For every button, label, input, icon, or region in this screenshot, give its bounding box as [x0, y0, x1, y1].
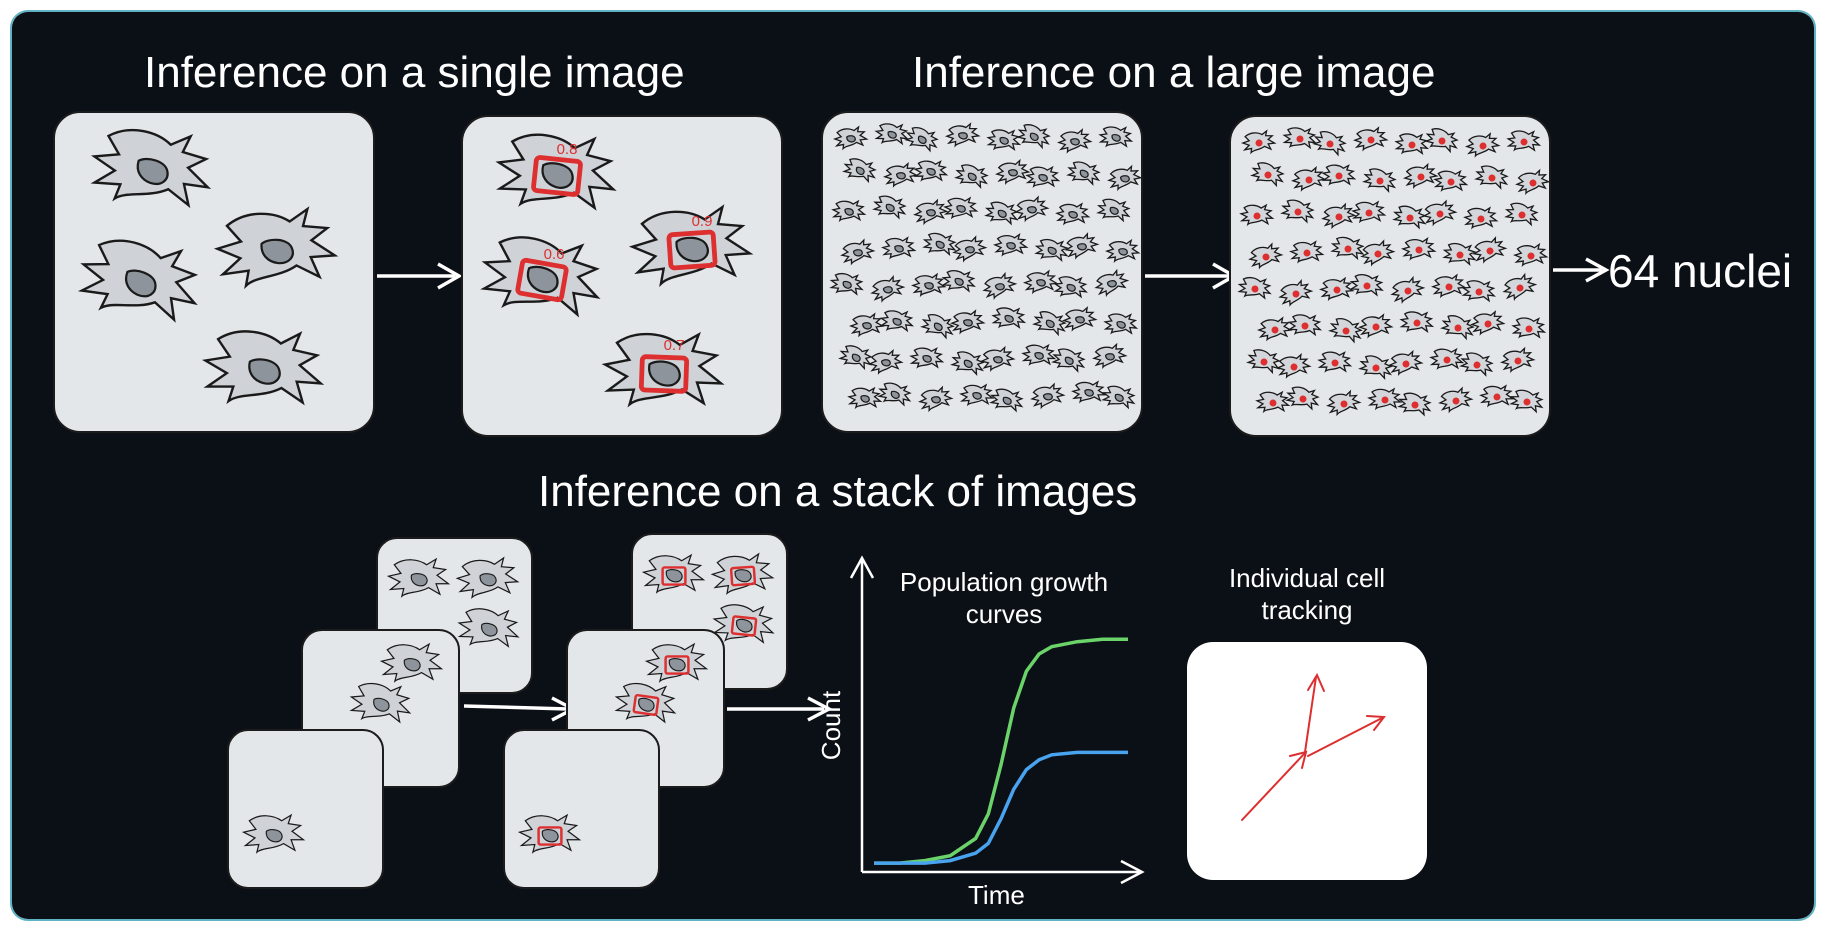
x-axis-arrowhead — [1120, 859, 1145, 885]
x-axis-label: Time — [968, 880, 1025, 910]
growth-curve-high — [874, 637, 1128, 865]
large-output-panel — [1229, 115, 1550, 437]
confidence-label: 0.9 — [692, 213, 713, 230]
tracking-paths — [1241, 672, 1386, 821]
stack-frame-front — [227, 729, 384, 889]
single-input-panel — [53, 111, 375, 433]
nuclei-count: 64 nuclei — [1608, 245, 1793, 297]
chart-title: Population growth curves — [888, 566, 1120, 630]
diagram-canvas: 0.8 0.9 0.6 0.7 — [12, 12, 1814, 919]
title-large-image: Inference on a large image — [912, 48, 1436, 97]
chart-title-line-1: Population growth — [899, 567, 1109, 597]
tracking-title: Individual cell tracking — [1197, 562, 1417, 626]
growth-curve-low — [874, 750, 1128, 865]
single-output-panel: 0.8 0.9 0.6 0.7 — [461, 115, 783, 437]
confidence-label: 0.8 — [557, 141, 578, 158]
title-stack-images: Inference on a stack of images — [538, 467, 1138, 516]
flow-arrow-head — [437, 262, 463, 290]
y-axis-label: Count — [816, 690, 847, 761]
confidence-label: 0.6 — [544, 246, 565, 263]
tracking-title-line-1: Individual cell — [1228, 563, 1386, 593]
diagram-frame: 0.8 0.9 0.6 0.7 — [10, 10, 1816, 921]
flow-arrow-head — [807, 696, 833, 722]
input-stack — [227, 537, 533, 889]
growth-chart — [849, 555, 1145, 885]
output-stack — [503, 533, 788, 889]
flow-arrow — [463, 704, 569, 711]
confidence-label: 0.7 — [664, 337, 685, 354]
chart-title-line-2: curves — [965, 599, 1043, 629]
title-single-image: Inference on a single image — [144, 48, 685, 97]
count-arrow-head — [1585, 257, 1610, 283]
y-axis-arrowhead — [849, 555, 875, 579]
stack-frame-front — [503, 729, 660, 889]
tracking-title-line-2: tracking — [1261, 595, 1353, 625]
tracking-panel — [1187, 642, 1427, 880]
large-input-panel — [821, 111, 1142, 433]
